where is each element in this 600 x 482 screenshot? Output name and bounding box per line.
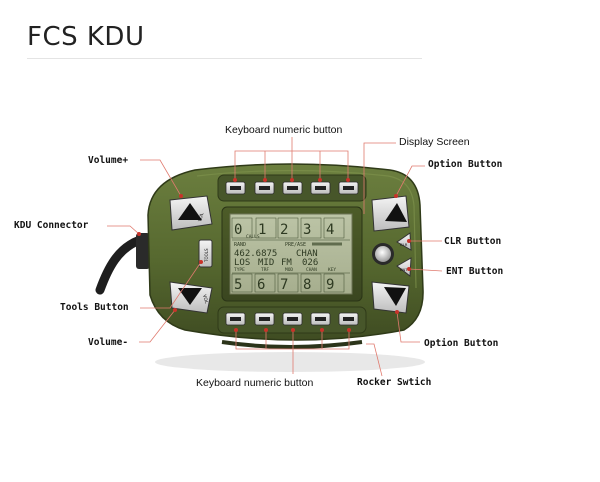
lcd-frequency: 462.6875 bbox=[234, 249, 277, 259]
display-screen bbox=[229, 213, 353, 295]
bottom-keypad bbox=[225, 312, 359, 326]
lcd-text: KEY bbox=[328, 267, 336, 273]
top-numeric-key-5[interactable] bbox=[338, 181, 359, 195]
cable bbox=[95, 235, 145, 295]
lcd-calls-text: CALLS bbox=[246, 234, 260, 240]
svg-text:CLR: CLR bbox=[400, 242, 408, 247]
label-option-button-bottom: Option Button bbox=[424, 338, 499, 349]
leader-lines bbox=[107, 137, 443, 377]
svg-text:VOL: VOL bbox=[197, 212, 205, 223]
top-numeric-key-2[interactable] bbox=[254, 181, 275, 195]
lcd-text: MOD bbox=[285, 267, 293, 273]
lcd-chan-label: CHAN bbox=[296, 249, 318, 259]
label-option-button-top: Option Button bbox=[428, 159, 503, 170]
lcd-preset-text: PRE/ASE bbox=[285, 242, 306, 248]
lcd-text: MID bbox=[258, 258, 274, 268]
volume-down-button: VOL bbox=[169, 281, 213, 314]
lcd-text: 026 bbox=[302, 258, 318, 268]
lcd-text: LOS bbox=[234, 258, 250, 268]
top-keypad bbox=[225, 181, 359, 195]
bottom-numeric-key-4[interactable] bbox=[310, 312, 331, 326]
lcd-digit: 2 bbox=[280, 222, 288, 238]
lcd-digit: 0 bbox=[234, 222, 242, 238]
lcd-digit: 9 bbox=[326, 277, 334, 293]
label-clr-button: CLR Button bbox=[444, 236, 502, 247]
lcd-digit: 5 bbox=[234, 277, 242, 293]
lcd-rand-text: RAND bbox=[234, 242, 246, 248]
volume-up-button: VOL bbox=[169, 195, 213, 231]
bottom-numeric-key-3[interactable] bbox=[282, 312, 303, 326]
lcd-digit: 1 bbox=[258, 222, 266, 238]
label-volume-minus: Volume- bbox=[88, 337, 129, 348]
svg-text:VOL: VOL bbox=[201, 294, 209, 305]
bottom-numeric-key-5[interactable] bbox=[338, 312, 359, 326]
option-button-bottom bbox=[371, 281, 410, 314]
label-keyboard-numeric-top: Keyboard numeric button bbox=[225, 124, 343, 136]
label-kdu-connector: KDU Connector bbox=[14, 220, 89, 231]
bottom-numeric-key-2[interactable] bbox=[254, 312, 275, 326]
top-numeric-key-4[interactable] bbox=[310, 181, 331, 195]
lcd-digit: 7 bbox=[280, 277, 288, 293]
rocker-switch bbox=[375, 246, 391, 262]
callout-markers bbox=[137, 178, 411, 332]
option-button-top bbox=[371, 195, 410, 232]
tools-button: TOOLS bbox=[198, 239, 213, 268]
bottom-numeric-key-1[interactable] bbox=[225, 312, 246, 326]
label-rocker-switch: Rocker Swtich bbox=[357, 377, 432, 388]
svg-text:ENT: ENT bbox=[400, 267, 408, 272]
top-numeric-key-1[interactable] bbox=[225, 181, 246, 195]
kdu-connector bbox=[136, 233, 150, 269]
title-divider bbox=[27, 58, 422, 59]
lcd-digit: 3 bbox=[303, 222, 311, 238]
lcd-text: FM bbox=[281, 258, 292, 268]
lcd-row-4: LOS MID FM 026 bbox=[234, 258, 318, 268]
lcd-row-5: TYPE TRF MOD CHAN KEY bbox=[234, 267, 336, 273]
label-display-screen: Display Screen bbox=[399, 136, 470, 148]
page-title: FCS KDU bbox=[27, 22, 145, 52]
label-tools-button: Tools Button bbox=[60, 302, 129, 313]
ent-button: ENT bbox=[396, 257, 412, 277]
label-keyboard-numeric-bottom: Keyboard numeric button bbox=[196, 377, 314, 389]
lcd-text: TYPE bbox=[234, 267, 245, 273]
lcd-digit: 8 bbox=[303, 277, 311, 293]
label-ent-button: ENT Button bbox=[446, 266, 504, 277]
label-volume-plus: Volume+ bbox=[88, 155, 129, 166]
lcd-digit: 4 bbox=[326, 222, 334, 238]
svg-text:TOOLS: TOOLS bbox=[204, 248, 209, 263]
lcd-digit: 6 bbox=[257, 277, 265, 293]
device-shadow bbox=[155, 352, 425, 372]
lcd-text: TRF bbox=[261, 267, 269, 273]
lcd-text: CHAN bbox=[306, 267, 317, 273]
top-numeric-key-3[interactable] bbox=[282, 181, 303, 195]
